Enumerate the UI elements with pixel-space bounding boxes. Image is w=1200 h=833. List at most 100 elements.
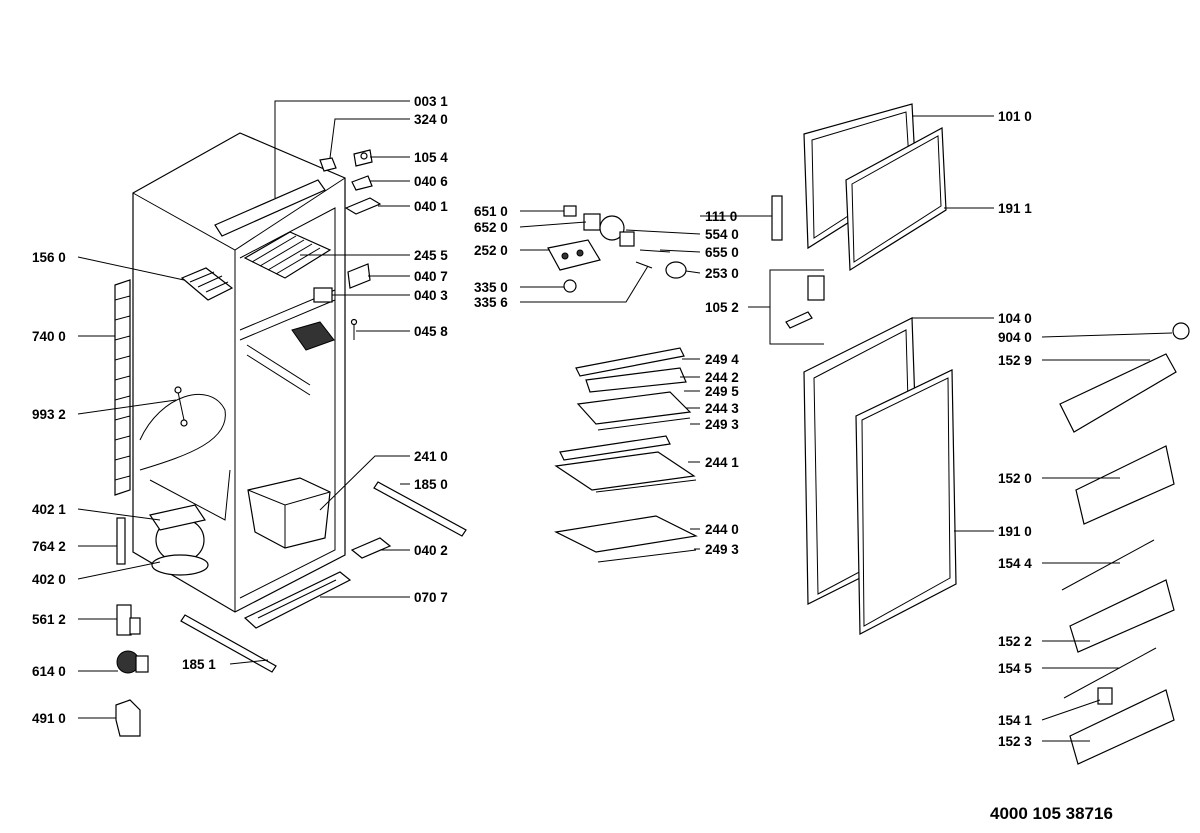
condenser-part — [114, 279, 131, 496]
door-shelf-part-1522 — [1069, 579, 1175, 653]
hinge-part-1110 — [771, 195, 783, 241]
label-4020: 402 0 — [32, 572, 66, 587]
thermostat-housing-part — [547, 239, 601, 271]
cap-part — [319, 157, 337, 172]
label-0406: 040 6 — [414, 174, 448, 189]
dryer-filter-part — [116, 517, 126, 565]
ice-tray-part — [180, 267, 234, 301]
label-0407: 040 7 — [414, 269, 448, 284]
label-1529: 152 9 — [998, 353, 1032, 368]
label-2530: 253 0 — [705, 266, 739, 281]
door-shelf-part-1523 — [1069, 689, 1175, 765]
label-2440: 244 0 — [705, 522, 739, 537]
relay-part — [116, 604, 141, 636]
bracket-part-0407 — [347, 263, 371, 289]
label-1052: 105 2 — [705, 300, 739, 315]
label-5540: 554 0 — [705, 227, 739, 242]
compressor-part — [149, 504, 209, 576]
control-box — [291, 321, 335, 351]
sensor-part — [174, 386, 188, 427]
bracket-part-0402 — [350, 537, 392, 559]
bar-part-1545 — [1063, 647, 1157, 699]
label-5612: 561 2 — [32, 612, 66, 627]
label-2442: 244 2 — [705, 370, 739, 385]
label-1522: 152 2 — [998, 634, 1032, 649]
label-1010: 101 0 — [998, 109, 1032, 124]
label-6140: 614 0 — [32, 664, 66, 679]
label-1850: 185 0 — [414, 477, 448, 492]
label-1523: 152 3 — [998, 734, 1032, 749]
clip-part-1541 — [1097, 687, 1113, 705]
shelf-group-lower — [554, 515, 698, 563]
label-0707: 070 7 — [414, 590, 448, 605]
label-1054: 105 4 — [414, 150, 448, 165]
bracket-part-0401 — [344, 197, 382, 215]
label-1545: 154 5 — [998, 661, 1032, 676]
washer-part-9040 — [1172, 322, 1190, 340]
label-2441: 244 1 — [705, 455, 739, 470]
switch-part-6520 — [583, 213, 601, 231]
thermostat-part-5540 — [599, 215, 635, 247]
label-3240: 324 0 — [414, 112, 448, 127]
callout-labels: 003 1 324 0 105 4 040 6 040 1 245 5 040 … — [32, 94, 1113, 823]
rail-part-1851 — [180, 614, 277, 673]
label-0031: 003 1 — [414, 94, 448, 109]
label-7642: 764 2 — [32, 539, 66, 554]
bar-part-1544 — [1061, 539, 1155, 591]
wire-shelf-part — [243, 231, 332, 279]
lamp-part-6510 — [563, 205, 577, 217]
label-2455: 245 5 — [414, 248, 448, 263]
label-4021: 402 1 — [32, 502, 66, 517]
crisper-drawer-part — [247, 477, 331, 549]
dairy-compartment-part — [1059, 353, 1177, 433]
label-0401: 040 1 — [414, 199, 448, 214]
label-1544: 154 4 — [998, 556, 1032, 571]
label-2494: 249 4 — [705, 352, 739, 367]
label-6520: 652 0 — [474, 220, 508, 235]
label-2443: 244 3 — [705, 401, 739, 416]
label-0403: 040 3 — [414, 288, 448, 303]
top-cover-part — [214, 179, 326, 237]
label-7400: 740 0 — [32, 329, 66, 344]
label-9040: 904 0 — [998, 330, 1032, 345]
document-number: 4000 105 38716 — [990, 804, 1113, 823]
label-1851: 185 1 — [182, 657, 216, 672]
label-1541: 154 1 — [998, 713, 1032, 728]
bracket-part-0403 — [313, 287, 333, 303]
label-2493b: 249 3 — [705, 542, 739, 557]
label-3350: 335 0 — [474, 280, 508, 295]
knob-part-3350 — [563, 279, 577, 293]
label-0458: 045 8 — [414, 324, 448, 339]
bracket-part-0406 — [351, 175, 373, 191]
label-2493a: 249 3 — [705, 417, 739, 432]
label-1560: 156 0 — [32, 250, 66, 265]
label-0402: 040 2 — [414, 543, 448, 558]
label-1910: 191 0 — [998, 524, 1032, 539]
label-6510: 651 0 — [474, 204, 508, 219]
hinge-bracket-part-1052 — [785, 275, 825, 329]
rod-part-6550 — [639, 249, 671, 253]
label-1110: 111 0 — [705, 209, 737, 224]
screw-part-0458 — [350, 318, 358, 340]
label-4910: 491 0 — [32, 711, 66, 726]
cover-part-4910 — [115, 699, 141, 737]
hinge-part-1054 — [353, 149, 373, 167]
shelf-group-middle — [554, 435, 697, 493]
rail-part-1850 — [373, 481, 467, 537]
label-1911: 191 1 — [998, 201, 1032, 216]
label-3356: 335 6 — [474, 295, 508, 310]
label-6550: 655 0 — [705, 245, 739, 260]
label-9932: 993 2 — [32, 407, 66, 422]
shelf-group-upper — [575, 347, 692, 431]
label-2410: 241 0 — [414, 449, 448, 464]
label-2520: 252 0 — [474, 243, 508, 258]
freezer-gasket-part — [845, 127, 947, 272]
label-2495: 249 5 — [705, 384, 739, 399]
kick-plate-part — [243, 571, 352, 629]
lamp-cover-part-2530 — [665, 261, 687, 279]
door-shelf-part-1520 — [1075, 445, 1175, 525]
overload-protector-part — [116, 650, 149, 674]
spring-part — [635, 261, 653, 269]
